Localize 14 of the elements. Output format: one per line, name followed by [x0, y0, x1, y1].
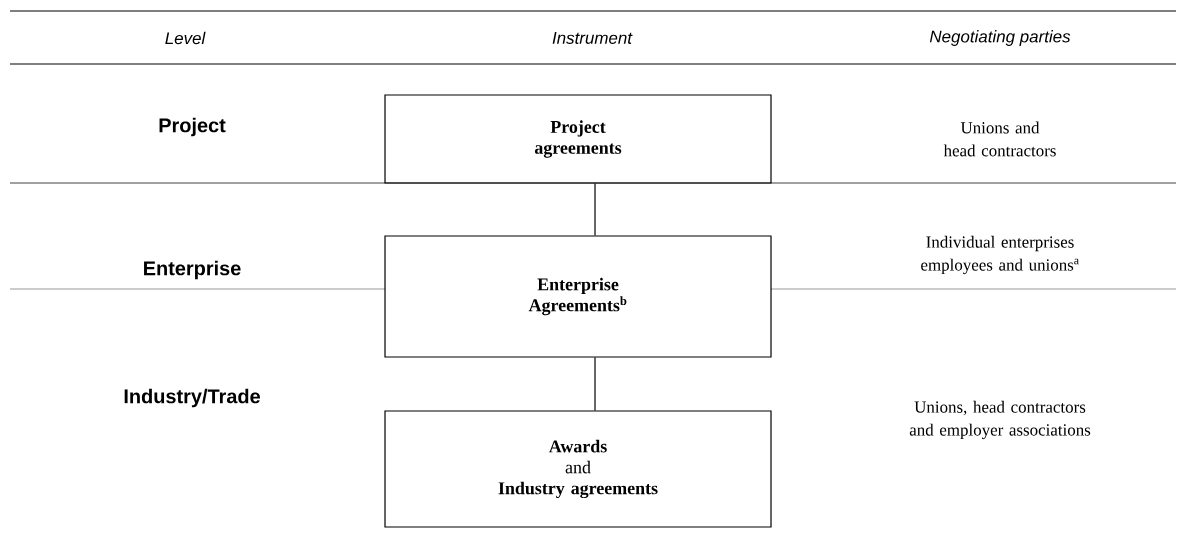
level-name: Industry/Trade: [124, 388, 260, 408]
negotiating-parties: Unions, head contractors and employer associations: [909, 400, 1091, 440]
column-header: Instrument: [552, 32, 633, 44]
connector-line: [594, 357, 596, 411]
column-header: Negotiating parties: [929, 30, 1071, 46]
instrument-box: Awards and Industry agreements: [384, 410, 772, 528]
column-header: Level: [165, 31, 206, 45]
connector-line: [594, 183, 596, 236]
negotiating-parties: Individual enterprises employees and unions$^{a}$: [921, 235, 1079, 275]
instrument-box: Project agreements: [384, 94, 772, 184]
instrument-box: Enterprise Agreements$^{b}$: [384, 235, 772, 358]
negotiating-parties: Unions and head contractors: [943, 121, 1056, 157]
level-name: Project: [159, 117, 226, 137]
level-name: Enterprise: [144, 260, 241, 280]
